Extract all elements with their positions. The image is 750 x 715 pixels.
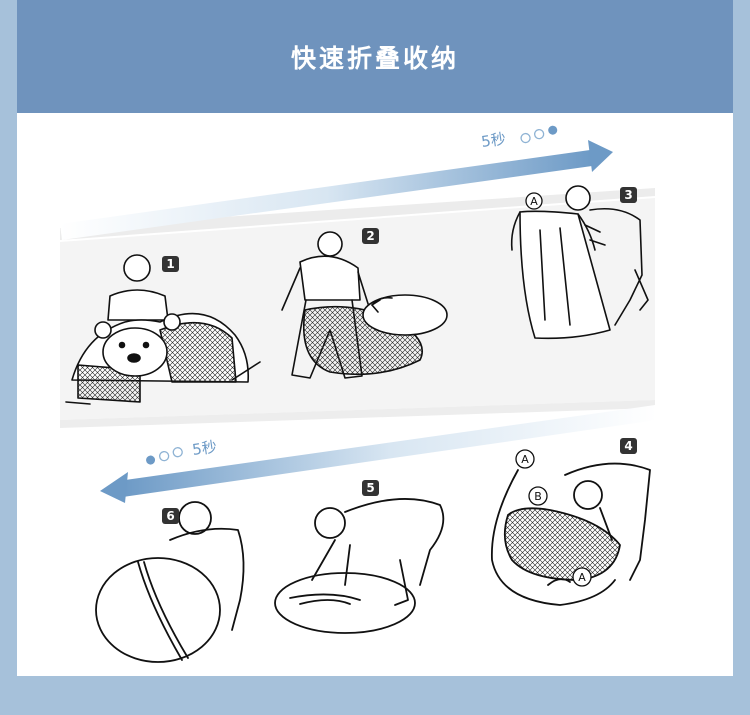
step-4-tag-b: B — [528, 486, 548, 506]
step-5-badge: 5 — [362, 480, 379, 496]
step-4-number: 4 — [624, 439, 632, 453]
step-5-number: 5 — [366, 481, 374, 495]
step-4-badge: 4 — [620, 438, 637, 454]
step-3-number: 3 — [624, 188, 632, 202]
step-2-illustration — [281, 231, 448, 379]
step-4-tag-a-bottom-label: A — [578, 571, 586, 584]
timeline-bottom-dots — [146, 447, 183, 465]
step-3-badge: 3 — [620, 187, 637, 203]
step-1-badge: 1 — [162, 256, 179, 272]
timeline-top-label: 5秒 — [480, 130, 507, 151]
step-6-number: 6 — [166, 509, 174, 523]
timeline-arrow-bottom — [100, 405, 657, 503]
page-title: 快速折叠收纳 — [290, 43, 459, 73]
step-6-badge: 6 — [162, 508, 179, 524]
row-1-bottom-edge — [60, 400, 655, 428]
step-3-illustration — [510, 185, 649, 340]
step-4-tag-a-top-label: A — [521, 453, 529, 466]
step-5-illustration — [274, 498, 445, 634]
step-1-number: 1 — [166, 257, 174, 271]
step-1-illustration — [65, 254, 261, 405]
step-4-tag-a-top: A — [515, 449, 535, 469]
timeline-top-dots — [520, 125, 558, 144]
timeline-bottom-label: 5秒 — [191, 438, 218, 459]
header-bar: 快速折叠收纳 — [17, 0, 733, 113]
step-6-illustration — [95, 501, 245, 663]
step-4-tag-b-label: B — [534, 490, 542, 503]
step-2-badge: 2 — [362, 228, 379, 244]
step-4-illustration — [491, 462, 651, 606]
step-3-tag-a: A — [525, 192, 543, 210]
step-4-tag-a-bottom: A — [572, 567, 592, 587]
timeline-arrow-top — [60, 140, 613, 240]
step-3-tag-a-label: A — [530, 195, 538, 208]
row-1-edge — [60, 188, 655, 240]
step-2-number: 2 — [366, 229, 374, 243]
